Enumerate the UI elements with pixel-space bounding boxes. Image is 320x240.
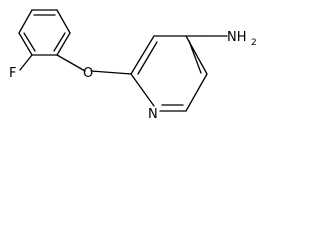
bond	[130, 73, 155, 107]
nitrogen-label: N	[148, 107, 158, 122]
bond	[56, 32, 71, 56]
fluorine-label: F	[9, 66, 16, 81]
double-bond	[137, 41, 158, 75]
aryl-oxygen-bond	[56, 54, 86, 72]
amine-nh-label: NH	[227, 30, 247, 45]
bond	[56, 9, 71, 34]
double-bond	[23, 32, 36, 52]
bond	[18, 9, 33, 34]
oxygen-pyridine-bond	[90, 70, 132, 75]
oxygen-label: O	[83, 66, 93, 81]
amine-subscript: 2	[251, 38, 257, 48]
bond	[185, 73, 208, 112]
bond	[18, 32, 33, 56]
bond	[130, 35, 155, 75]
pyridine-ring	[130, 35, 208, 112]
carbon-fluorine-bond	[19, 54, 33, 71]
double-bond	[188, 40, 202, 74]
amine-label: NH 2	[227, 30, 257, 48]
molecule-structure: F O N NH 2	[9, 9, 257, 122]
double-bond	[53, 32, 66, 52]
fluorophenyl-ring	[18, 9, 71, 56]
